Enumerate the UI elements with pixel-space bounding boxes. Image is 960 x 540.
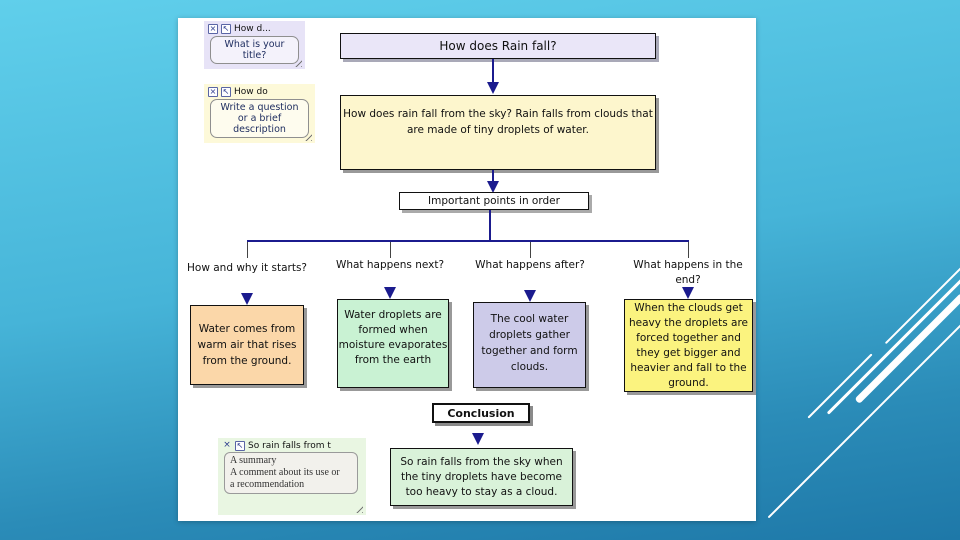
arrowhead-down-icon bbox=[241, 293, 253, 305]
question-note-window: × ↖ How do Write a question or a brief d… bbox=[204, 84, 315, 143]
branch-box-text: Water droplets are formed when moisture … bbox=[338, 309, 448, 366]
branch-box-starts[interactable]: Water comes from warm air that rises fro… bbox=[190, 305, 304, 385]
restore-icon[interactable]: ↖ bbox=[235, 441, 245, 451]
arrowhead-down-icon bbox=[384, 287, 396, 299]
close-icon[interactable]: × bbox=[223, 440, 231, 450]
arrowhead-down-icon bbox=[682, 287, 694, 299]
question-note-tooltip: Write a question or a brief description bbox=[210, 99, 309, 138]
summary-note-window: × ↖ So rain falls from t A summary A com… bbox=[218, 438, 366, 515]
branch-box-text: Water comes from warm air that rises fro… bbox=[197, 323, 297, 367]
title-note-window: × ↖ How d... What is your title? bbox=[204, 21, 305, 69]
question-note-titlebar: × ↖ How do bbox=[204, 84, 315, 98]
resize-handle-icon[interactable] bbox=[354, 504, 363, 513]
summary-line: A comment about its use or bbox=[230, 467, 340, 478]
flowchart-question-text: How does rain fall from the sky? Rain fa… bbox=[343, 107, 653, 136]
conclusion-box[interactable]: So rain falls from the sky when the tiny… bbox=[390, 448, 573, 506]
branch-box-next[interactable]: Water droplets are formed when moisture … bbox=[337, 299, 449, 388]
title-note-tooltip: What is your title? bbox=[210, 36, 299, 64]
summary-line: a recommendation bbox=[230, 479, 305, 490]
connector-tick bbox=[390, 242, 391, 258]
arrowhead-down-icon bbox=[524, 290, 536, 302]
summary-note-body: A summary A comment about its use or a r… bbox=[224, 452, 358, 494]
connector-line bbox=[492, 170, 494, 182]
conclusion-header-box[interactable]: Conclusion bbox=[432, 403, 530, 423]
summary-line: A summary bbox=[230, 455, 277, 466]
note-window-title: How d... bbox=[234, 24, 271, 34]
resize-handle-icon[interactable] bbox=[293, 58, 302, 67]
branch-label-starts: How and why it starts? bbox=[187, 262, 308, 274]
connector-tick bbox=[530, 242, 531, 258]
restore-icon[interactable]: ↖ bbox=[221, 87, 231, 97]
resize-handle-icon[interactable] bbox=[303, 132, 312, 141]
branch-box-text: When the clouds get heavy the droplets a… bbox=[628, 301, 748, 389]
connector-line bbox=[489, 210, 491, 241]
branch-label-next: What happens next? bbox=[335, 259, 445, 271]
branch-label-end: What happens in the end? bbox=[633, 259, 743, 286]
flowchart-title-text: How does Rain fall? bbox=[439, 39, 557, 53]
conclusion-box-text: So rain falls from the sky when the tiny… bbox=[400, 455, 563, 498]
diagonal-streak bbox=[854, 292, 960, 405]
arrowhead-down-icon bbox=[472, 433, 484, 445]
close-icon[interactable]: × bbox=[208, 24, 218, 34]
arrowhead-down-icon bbox=[487, 82, 499, 94]
points-header-text: Important points in order bbox=[428, 195, 560, 207]
flowchart-question-box[interactable]: How does rain fall from the sky? Rain fa… bbox=[340, 95, 656, 170]
branch-box-after[interactable]: The cool water droplets gather together … bbox=[473, 302, 586, 388]
connector-line bbox=[247, 240, 689, 242]
diagonal-streak bbox=[807, 353, 873, 419]
restore-icon[interactable]: ↖ bbox=[221, 24, 231, 34]
conclusion-header-text: Conclusion bbox=[447, 406, 515, 420]
connector-line bbox=[492, 59, 494, 82]
close-icon[interactable]: × bbox=[208, 87, 218, 97]
flowchart-title-box[interactable]: How does Rain fall? bbox=[340, 33, 656, 59]
arrowhead-down-icon bbox=[487, 181, 499, 193]
worksheet-canvas: × ↖ How d... What is your title? × ↖ How… bbox=[178, 18, 756, 521]
diagonal-streak bbox=[767, 283, 960, 519]
branch-box-text: The cool water droplets gather together … bbox=[481, 313, 578, 373]
summary-note-titlebar: × ↖ So rain falls from t bbox=[218, 438, 366, 452]
points-header-box[interactable]: Important points in order bbox=[399, 192, 589, 210]
branch-label-after: What happens after? bbox=[475, 259, 585, 271]
branch-box-end[interactable]: When the clouds get heavy the droplets a… bbox=[624, 299, 753, 392]
connector-tick bbox=[688, 242, 689, 258]
title-note-titlebar: × ↖ How d... bbox=[204, 21, 305, 35]
note-window-title: How do bbox=[234, 87, 268, 97]
note-window-title: So rain falls from t bbox=[248, 441, 331, 451]
connector-tick bbox=[247, 242, 248, 258]
